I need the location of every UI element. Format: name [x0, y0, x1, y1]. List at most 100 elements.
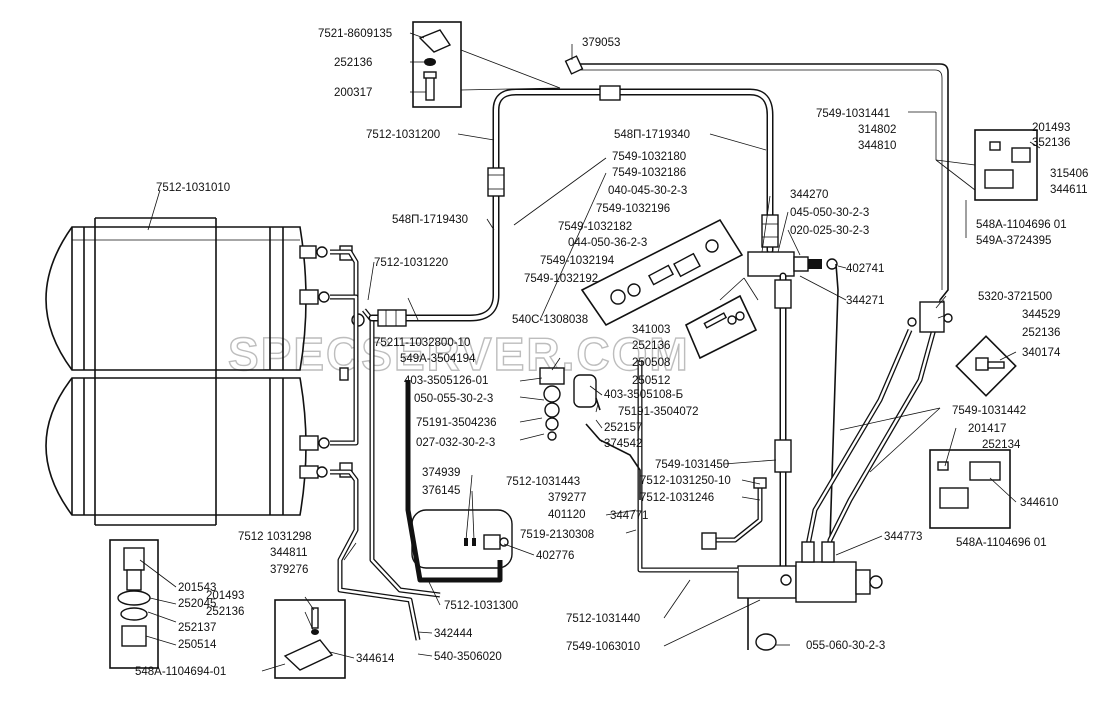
label-201493-a: 201493	[1032, 122, 1070, 134]
valve-5320-3721500	[907, 301, 953, 333]
valve-549a-3504194	[539, 367, 641, 500]
label-252136-bracket: 252136	[206, 606, 244, 618]
label-252045: 252045	[178, 598, 216, 610]
label-7519-2130308: 7519-2130308	[520, 529, 594, 541]
label-379053: 379053	[582, 37, 620, 49]
label-344614: 344614	[356, 653, 395, 665]
label-403-3505126-01: 403-3505126-01	[404, 375, 488, 387]
bracket-assembly-top	[412, 21, 462, 108]
label-7512-1031440: 7512-1031440	[566, 613, 640, 625]
bolt-stack-left	[109, 539, 159, 669]
label-548a-1104696-01-a: 548А-1104696 01	[976, 219, 1067, 231]
air-receiver-lower	[45, 377, 307, 516]
label-044-050-36-2-3: 044-050-36-2-3	[568, 237, 647, 249]
label-7512-1031300: 7512-1031300	[444, 600, 518, 612]
bracket-bottom-labels: 201493 252136	[206, 590, 244, 618]
cylinder-feed-tubes	[637, 299, 945, 573]
label-250514: 250514	[178, 639, 217, 651]
exploded-group-7549-1032180	[580, 218, 744, 327]
label-344270: 344270	[790, 189, 828, 201]
label-344811: 344811	[270, 547, 308, 559]
label-7512-1031220: 7512-1031220	[374, 257, 448, 269]
air-receiver-upper	[45, 226, 307, 371]
label-7549-1032194: 7549-1032194	[540, 255, 615, 267]
label-7512-1031246: 7512-1031246	[640, 492, 714, 504]
receiver-fittings	[299, 245, 365, 479]
label-402741: 402741	[846, 263, 884, 275]
label-250512: 250512	[632, 375, 670, 387]
label-252137: 252137	[178, 622, 216, 634]
bracket-assembly-right-bottom	[929, 449, 1011, 529]
label-7512-1031443: 7512-1031443	[506, 476, 580, 488]
reservoir-tube	[405, 380, 503, 583]
receiver-mount-frame	[94, 217, 217, 526]
label-344773: 344773	[884, 531, 922, 543]
label-7549-1063010: 7549-1063010	[566, 641, 640, 653]
label-7549-1032186: 7549-1032186	[612, 167, 686, 179]
label-315406: 315406	[1050, 168, 1088, 180]
tee-block-344270	[747, 251, 839, 541]
label-401120: 401120	[548, 509, 586, 521]
label-549a-3724395: 549А-3724395	[976, 235, 1051, 247]
label-040-045-30-2-3: 040-045-30-2-3	[608, 185, 687, 197]
reservoir-7519-2130308	[411, 509, 513, 569]
label-201493-bracket: 201493	[206, 590, 244, 602]
label-045-050-30-2-3: 045-050-30-2-3	[790, 207, 869, 219]
label-200317: 200317	[334, 87, 372, 99]
label-374542: 374542	[604, 438, 642, 450]
bolt-assembly-340174	[955, 335, 1017, 397]
label-7512-1031250-10: 7512-1031250-10	[640, 475, 731, 487]
label-7549-1032182: 7549-1032182	[558, 221, 632, 233]
label-344771: 344771	[610, 510, 648, 522]
label-344529: 344529	[1022, 309, 1060, 321]
label-342444: 342444	[434, 628, 473, 640]
label-027-032-30-2-3: 027-032-30-2-3	[416, 437, 495, 449]
leader-lines	[139, 32, 1041, 672]
label-403-3505108-b: 403-3505108-Б	[604, 389, 683, 401]
label-374939: 374939	[422, 467, 460, 479]
label-252134: 252134	[982, 439, 1021, 451]
label-344271: 344271	[846, 295, 884, 307]
label-402776: 402776	[536, 550, 574, 562]
label-7549-1031441: 7549-1031441	[816, 108, 890, 120]
label-252136-c: 252136	[632, 340, 670, 352]
label-344610: 344610	[1020, 497, 1058, 509]
label-252136-b: 252136	[1022, 327, 1060, 339]
connector-fitting-left	[377, 309, 407, 327]
label-201417: 201417	[968, 423, 1006, 435]
label-7512-1031298: 7512 1031298	[238, 531, 312, 543]
label-340174: 340174	[1022, 347, 1061, 359]
label-379277: 379277	[548, 492, 586, 504]
label-5320-3721500: 5320-3721500	[978, 291, 1052, 303]
bracket-assembly-right-top	[974, 129, 1038, 201]
label-7549-1032196: 7549-1032196	[596, 203, 670, 215]
label-250508: 250508	[632, 357, 670, 369]
label-341003: 341003	[632, 324, 670, 336]
label-055-060-30-2-3: 055-060-30-2-3	[806, 640, 885, 652]
label-548a-1104694-01: 548А-1104694-01	[135, 666, 226, 678]
label-75191-3504236: 75191-3504236	[416, 417, 497, 429]
label-7512-1031010: 7512-1031010	[156, 182, 230, 194]
label-540-3506020: 540-3506020	[434, 651, 502, 663]
label-548p-1719340: 548П-1719340	[614, 129, 690, 141]
label-379276: 379276	[270, 564, 308, 576]
label-7549-1031442: 7549-1031442	[952, 405, 1026, 417]
label-252157: 252157	[604, 422, 642, 434]
label-020-025-30-2-3: 020-025-30-2-3	[790, 225, 869, 237]
part-labels: 7521-8609135 252136 200317 379053 7512-1…	[135, 28, 1088, 678]
label-7549-1032192: 7549-1032192	[524, 273, 598, 285]
label-549a-3504194: 549А-3504194	[400, 353, 476, 365]
signal-line-379053	[564, 55, 949, 301]
label-314802: 314802	[858, 124, 896, 136]
label-352136: 352136	[1032, 137, 1070, 149]
label-7521-8609135: 7521-8609135	[318, 28, 392, 40]
label-344810: 344810	[858, 140, 896, 152]
label-75211-1032800-10: 75211-1032800-10	[374, 337, 470, 349]
label-344611: 344611	[1050, 184, 1088, 196]
label-540s-1308038: 540С-1308038	[512, 314, 588, 326]
label-252136-a: 252136	[334, 57, 372, 69]
vertical-hose-7549-1031450	[774, 272, 792, 574]
exploded-group-341003	[684, 294, 758, 360]
receiver-interconnect-tubes	[330, 249, 441, 641]
